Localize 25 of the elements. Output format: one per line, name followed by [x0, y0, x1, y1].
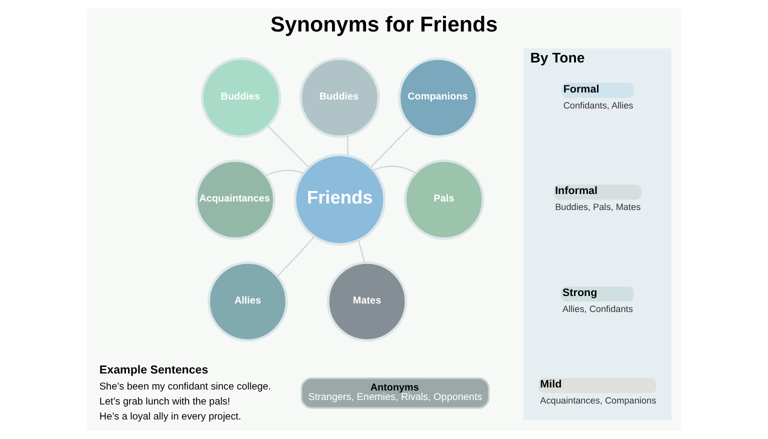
connector [370, 126, 412, 168]
label: Let’s grab lunch with the pals! [99, 396, 230, 408]
node-label: Buddies, Pals, Mates [555, 202, 641, 212]
diagram-title: Synonyms for Friends [270, 12, 498, 36]
label: She’s been my confidant since college. [99, 381, 272, 392]
label: He’s a loyal ally in every project. [99, 411, 242, 422]
connector [373, 165, 416, 174]
node-circle: Friends [294, 154, 386, 246]
node-label: Acquaintances, Companions [540, 396, 656, 406]
node-circle: Companions [398, 58, 478, 138]
connector [276, 236, 315, 277]
connector [268, 126, 310, 168]
node-circle: Buddies [300, 58, 380, 138]
node-box: Antonyms Strangers, Enemies, Rivals, Opponents [300, 377, 490, 409]
connector [346, 136, 348, 156]
node-label: Allies, Confidants [562, 304, 633, 314]
node-circle: Pals [404, 159, 484, 240]
node-label: Confidants, Allies [563, 100, 634, 110]
connector [266, 170, 304, 176]
node-circle: Mates [326, 261, 408, 342]
connector [358, 240, 366, 263]
label: Example Sentences [99, 364, 208, 376]
node-circle: Buddies [200, 58, 282, 138]
node-circle: Allies [208, 261, 288, 342]
node-circle: Acquaintances [195, 159, 276, 240]
